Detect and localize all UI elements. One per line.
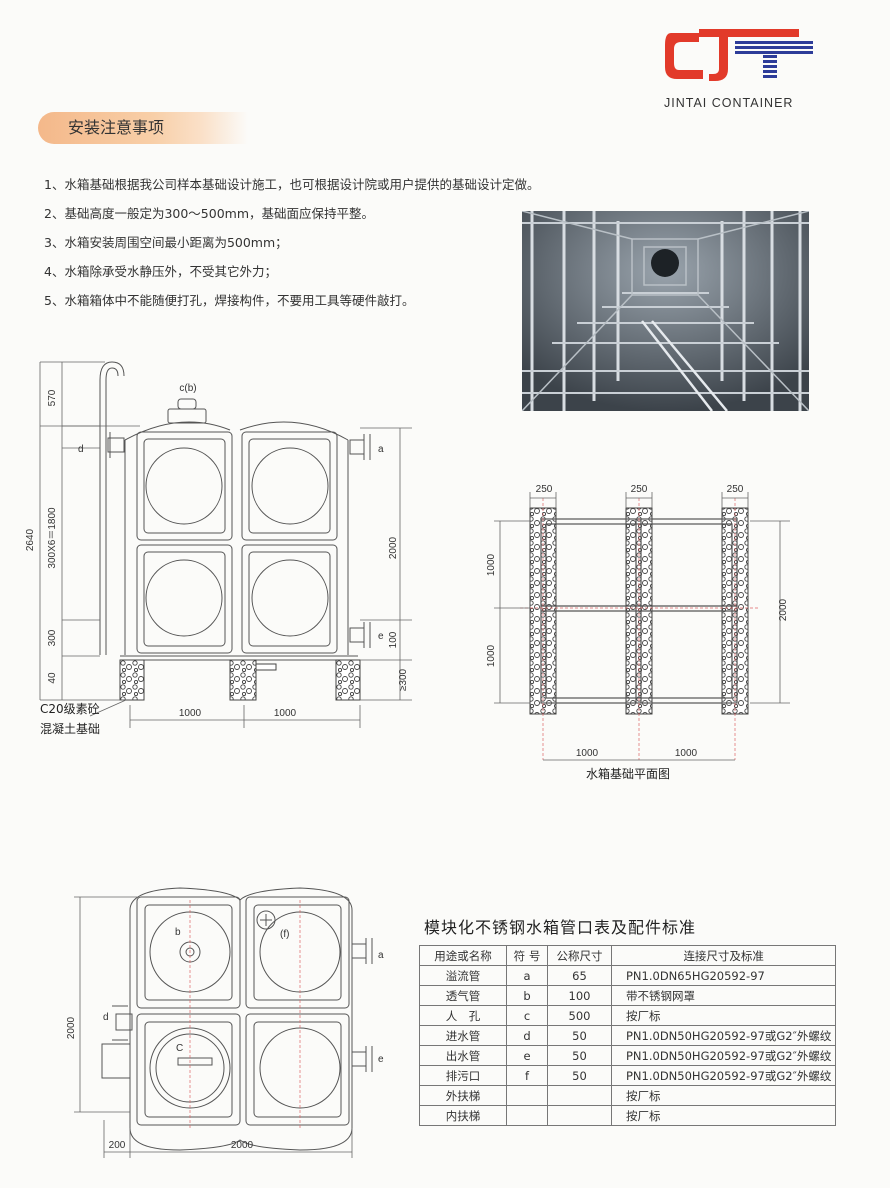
cell-name: 人 孔 [419, 1005, 507, 1026]
note-4: 4、水箱除承受水静压外，不受其它外力； [44, 264, 277, 279]
top-label-f: (f) [280, 929, 289, 940]
cell-name: 进水管 [419, 1025, 507, 1046]
label-cb: c(b) [179, 383, 196, 394]
foundation-plan-centerlines [520, 498, 760, 760]
cell-standard: PN1.0DN50HG20592-97或G2″外螺纹 [610, 1045, 837, 1066]
cell-standard: PN1.0DN50HG20592-97或G2″外螺纹 [610, 1025, 837, 1046]
cell-size [547, 1105, 612, 1126]
cell-size: 50 [547, 1065, 612, 1086]
section-title: 安装注意事项 [38, 112, 248, 144]
note-5: 5、水箱箱体中不能随便打孔，焊接构件，不要用工具等硬件敲打。 [44, 293, 415, 308]
cell-size: 65 [547, 965, 612, 986]
cell-name: 出水管 [419, 1045, 507, 1066]
dim-2640: 2640 [25, 528, 36, 551]
dim-1800: 300X6＝1800 [47, 507, 58, 569]
cell-name: 溢流管 [419, 965, 507, 986]
header-name: 用途或名称 [419, 945, 507, 966]
front-elevation [99, 361, 371, 661]
dim-100: 100 [388, 631, 399, 648]
cell-standard: 按厂标 [610, 1105, 837, 1126]
table-row: 外扶梯 按厂标 [419, 1085, 837, 1106]
cell-symbol: b [506, 985, 548, 1006]
dim-2000: 2000 [388, 536, 399, 559]
jintai-logo-icon [665, 29, 813, 81]
cell-symbol [506, 1105, 548, 1126]
label-e: e [378, 631, 384, 642]
brand-name: JINTAI CONTAINER [664, 96, 794, 110]
cell-size: 50 [547, 1025, 612, 1046]
table-title: 模块化不锈钢水箱管口表及配件标准 [424, 918, 697, 937]
dim-w1: 1000 [179, 708, 202, 719]
top-dim-2000: 2000 [66, 1016, 77, 1039]
cell-standard: 按厂标 [610, 1005, 837, 1026]
table-header-row: 用途或名称 符 号 公称尺寸 连接尺寸及标准 [419, 945, 837, 966]
cell-symbol: c [506, 1005, 548, 1026]
cell-symbol: e [506, 1045, 548, 1066]
top-label-e: e [378, 1054, 384, 1065]
top-view [101, 887, 373, 1151]
table-row: 人 孔 c 500 按厂标 [419, 1005, 837, 1026]
foundation-plan-dims [494, 492, 790, 761]
dim-570: 570 [47, 389, 58, 406]
cell-symbol: f [506, 1065, 548, 1086]
table-row: 进水管 d 50 PN1.0DN50HG20592-97或G2″外螺纹 [419, 1025, 837, 1046]
header-standard: 连接尺寸及标准 [610, 945, 837, 966]
cell-standard: 按厂标 [610, 1085, 837, 1106]
cell-symbol [506, 1085, 548, 1106]
note-2: 2、基础高度一般定为300～500mm，基础面应保持平整。 [44, 206, 375, 221]
table-row: 溢流管 a 65 PN1.0DN65HG20592-97 [419, 965, 837, 986]
cell-standard: 带不锈钢网罩 [610, 985, 837, 1006]
top-label-c: C [176, 1043, 183, 1054]
cell-name: 外扶梯 [419, 1085, 507, 1106]
table-row: 内扶梯 按厂标 [419, 1105, 837, 1126]
cell-name: 内扶梯 [419, 1105, 507, 1126]
top-dim-200: 200 [109, 1140, 126, 1151]
plan-dim-250-3: 250 [727, 484, 744, 495]
note-3: 3、水箱安装周围空间最小距离为500mm； [44, 235, 288, 250]
label-a: a [378, 444, 384, 455]
table-row: 出水管 e 50 PN1.0DN50HG20592-97或G2″外螺纹 [419, 1045, 837, 1066]
cell-name: 透气管 [419, 985, 507, 1006]
top-label-b: b [175, 927, 181, 938]
top-view-dims [74, 896, 353, 1158]
header-size: 公称尺寸 [547, 945, 612, 966]
table-row: 透气管 b 100 带不锈钢网罩 [419, 985, 837, 1006]
plan-dim-1000-2: 1000 [486, 644, 497, 667]
foundation-label-1: C20级素砼 [40, 702, 100, 716]
dim-300b: ≥300 [398, 668, 409, 691]
cell-name: 排污口 [419, 1065, 507, 1086]
foundation-label-2: 混凝土基础 [40, 721, 100, 736]
cell-size: 500 [547, 1005, 612, 1026]
front-foundations [119, 659, 361, 701]
plan-dim-2000: 2000 [778, 598, 789, 621]
top-label-d: d [103, 1012, 109, 1023]
plan-dim-w2: 1000 [675, 748, 698, 759]
top-label-a: a [378, 950, 384, 961]
top-dim-w2000: 2000 [231, 1140, 254, 1151]
note-1: 1、水箱基础根据我公司样本基础设计施工，也可根据设计院或用户提供的基础设计定做。 [44, 177, 540, 192]
label-d: d [78, 444, 84, 455]
table-row: 排污口 f 50 PN1.0DN50HG20592-97或G2″外螺纹 [419, 1065, 837, 1086]
cell-standard: PN1.0DN65HG20592-97 [610, 965, 837, 986]
plan-caption: 水箱基础平面图 [586, 766, 670, 781]
cell-symbol: d [506, 1025, 548, 1046]
cell-size: 100 [547, 985, 612, 1006]
tank-frame-photo [522, 211, 809, 411]
plan-dim-w1: 1000 [576, 748, 599, 759]
plan-dim-250-1: 250 [536, 484, 553, 495]
dim-40: 40 [47, 672, 58, 684]
dim-300: 300 [47, 629, 58, 646]
cell-standard: PN1.0DN50HG20592-97或G2″外螺纹 [610, 1065, 837, 1086]
dim-w2: 1000 [274, 708, 297, 719]
cell-size: 50 [547, 1045, 612, 1066]
top-view-centerlines [189, 900, 301, 1130]
plan-dim-1000-1: 1000 [486, 553, 497, 576]
front-dimension-lines [39, 361, 412, 728]
cell-symbol: a [506, 965, 548, 986]
spec-table: 用途或名称 符 号 公称尺寸 连接尺寸及标准 溢流管 a 65 PN1.0DN6… [419, 945, 837, 1126]
header-symbol: 符 号 [506, 945, 548, 966]
cell-size [547, 1085, 612, 1106]
plan-dim-250-2: 250 [631, 484, 648, 495]
